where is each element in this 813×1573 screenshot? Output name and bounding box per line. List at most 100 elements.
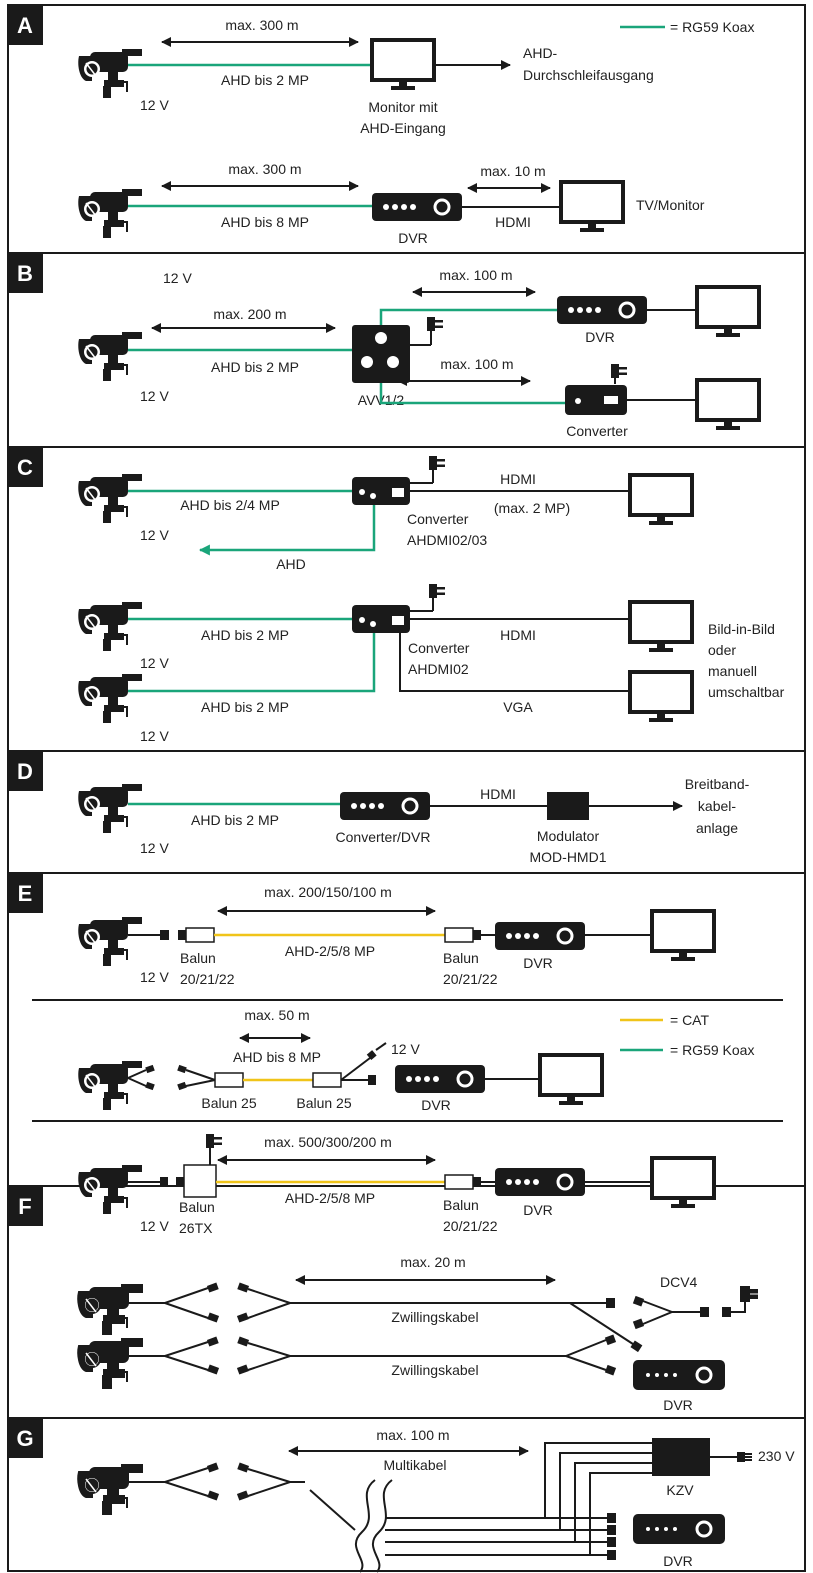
panel-e: 12 V max. 200/150/100 m AHD-2/5/8 MP Bal… — [77, 884, 754, 1236]
panel-a: = RG59 Koax 12 V max. 300 m AHD bis 2 MP… — [77, 17, 754, 246]
camera-icon — [77, 48, 143, 99]
dvr-label: DVR — [523, 1202, 553, 1218]
dvr-icon — [632, 1513, 726, 1545]
output-label: anlage — [696, 820, 738, 836]
cable-label: Zwillingskabel — [391, 1362, 478, 1378]
dvr-label: DVR — [663, 1553, 693, 1569]
panel-letter-d: D — [17, 759, 33, 784]
ahd-label: AHD — [276, 556, 306, 572]
kzv-icon — [652, 1438, 710, 1476]
panel-d: 12 V AHD bis 2 MP Converter/DVR HDMI Mod… — [77, 776, 750, 865]
distance-label: max. 20 m — [400, 1254, 465, 1270]
converter-icon — [352, 605, 410, 633]
mains-plug-icon — [737, 1452, 745, 1462]
converter-label: AHDMI02 — [408, 661, 469, 677]
balun-label: 20/21/22 — [443, 971, 498, 987]
power-label: 12 V — [140, 969, 169, 985]
panel-letter-a: A — [17, 13, 33, 38]
dvr-icon — [555, 294, 649, 326]
power-label: 12 V — [140, 388, 169, 404]
balun-label: 20/21/22 — [443, 1218, 498, 1234]
camera-icon — [77, 473, 143, 524]
modulator-label: MOD-HMD1 — [530, 849, 607, 865]
camera-icon — [77, 783, 143, 834]
modulator-icon — [547, 792, 589, 820]
cable-label: Zwillingskabel — [391, 1309, 478, 1325]
panel-frames — [7, 4, 806, 1572]
panel-tags: A B C D E F G — [8, 5, 43, 1458]
power-label: 12 V — [140, 728, 169, 744]
monitor-label: AHD-Eingang — [360, 120, 446, 136]
panel-letter-e: E — [18, 881, 33, 906]
signal-label: AHD-2/5/8 MP — [285, 1190, 375, 1206]
hdmi-label: HDMI — [500, 627, 536, 643]
dvr-icon — [493, 1166, 587, 1198]
panel-letter-g: G — [16, 1426, 33, 1451]
distance-label: max. 50 m — [244, 1007, 309, 1023]
modulator-label: Modulator — [537, 828, 600, 844]
dvr-label: DVR — [421, 1097, 451, 1113]
monitor-icon — [628, 670, 694, 724]
monitor-icon — [628, 600, 694, 654]
power-plug-icon — [428, 455, 446, 477]
panel-letter-c: C — [17, 455, 33, 480]
signal-label: AHD bis 8 MP — [233, 1049, 321, 1065]
panel-f — [77, 1275, 758, 1391]
monitor-icon — [370, 38, 436, 92]
balun-icon — [312, 1072, 342, 1088]
koax-cable — [379, 308, 557, 325]
signal-label: AHD bis 2 MP — [211, 359, 299, 375]
power-label: 12 V — [391, 1041, 420, 1057]
balun-icon — [214, 1072, 244, 1088]
balun-icon — [183, 1164, 217, 1198]
monitor-icon — [559, 180, 625, 234]
monitor-icon — [650, 909, 716, 963]
output-label: AHD- — [523, 45, 558, 61]
output-label: kabel- — [698, 798, 736, 814]
dvr-icon — [493, 920, 587, 952]
output-label: Durchschleifausgang — [523, 67, 654, 83]
distance-label: max. 200 m — [213, 306, 286, 322]
balun-label: Balun 25 — [201, 1095, 256, 1111]
distance-label: max. 100 m — [376, 1427, 449, 1443]
converter-label: AHDMI02/03 — [407, 532, 487, 548]
monitor-label: Monitor mit — [368, 99, 437, 115]
converter-label: Converter — [566, 423, 628, 439]
distance-label: max. 200/150/100 m — [264, 884, 392, 900]
camera-icon — [77, 1338, 143, 1389]
converter-icon — [565, 385, 627, 415]
power-plug-icon — [426, 316, 444, 338]
koax-cable — [128, 633, 376, 693]
panel-letter-f: F — [18, 1194, 31, 1219]
multikabel — [309, 1489, 356, 1531]
cable-label: Multikabel — [383, 1457, 446, 1473]
converter-label: Converter/DVR — [336, 829, 431, 845]
power-label: 12 V — [163, 270, 192, 286]
camera-icon — [77, 1060, 143, 1111]
note-label: umschaltbar — [708, 684, 785, 700]
camera-icon — [77, 1464, 143, 1515]
monitor-icon — [538, 1053, 604, 1107]
camera-icon — [77, 601, 143, 652]
dvr-label: DVR — [398, 230, 428, 246]
hdmi-label: HDMI — [495, 214, 531, 230]
distance-label: max. 300 m — [228, 161, 301, 177]
dvr-icon — [338, 790, 432, 822]
dcv-label: DCV4 — [660, 1274, 698, 1290]
ahd-output-arrow — [198, 505, 376, 556]
balun-label: Balun 25 — [296, 1095, 351, 1111]
monitor-icon — [628, 473, 694, 527]
hdmi-label: HDMI — [480, 786, 516, 802]
power-plug-icon — [205, 1133, 223, 1155]
power-plug-icon — [428, 583, 446, 605]
panel-b: 12 V 12 V max. 200 m AHD bis 2 MP AVV1/2… — [77, 267, 761, 439]
monitor-icon — [695, 285, 761, 339]
output-label: Breitband- — [685, 776, 750, 792]
note-label: manuell — [708, 663, 757, 679]
power-label: 12 V — [140, 840, 169, 856]
max-resolution-label: (max. 2 MP) — [494, 500, 570, 516]
camera-icon — [77, 331, 143, 382]
monitor-icon — [650, 1156, 716, 1210]
dvr-icon — [393, 1063, 487, 1095]
